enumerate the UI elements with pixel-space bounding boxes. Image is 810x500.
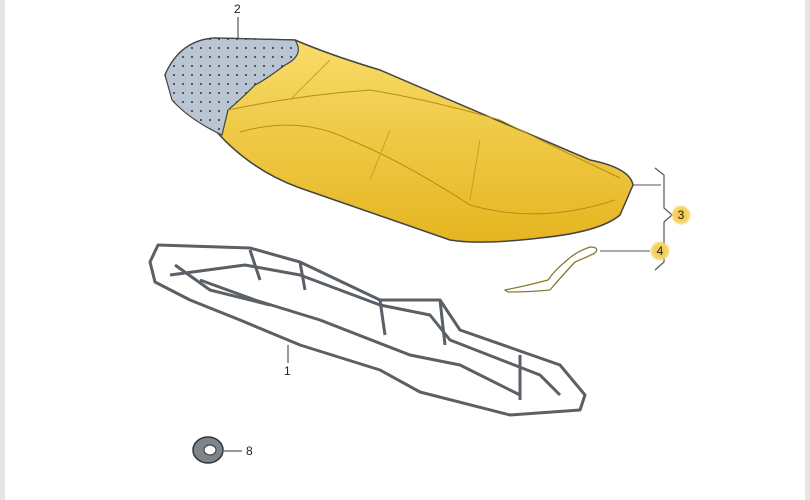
- wire-clip: [503, 246, 598, 293]
- callout-1: 1: [284, 364, 291, 378]
- callout-4: 4: [650, 241, 670, 261]
- callout-3: 3: [671, 205, 691, 225]
- parts-diagram: 2 3 4 1 8: [5, 0, 805, 500]
- seat-cushion: [164, 37, 634, 243]
- callout-8: 8: [246, 444, 253, 458]
- seat-frame: [148, 243, 587, 417]
- diagram-canvas: [148, 17, 673, 464]
- callout-2: 2: [234, 2, 241, 16]
- tape-roll: [192, 436, 224, 464]
